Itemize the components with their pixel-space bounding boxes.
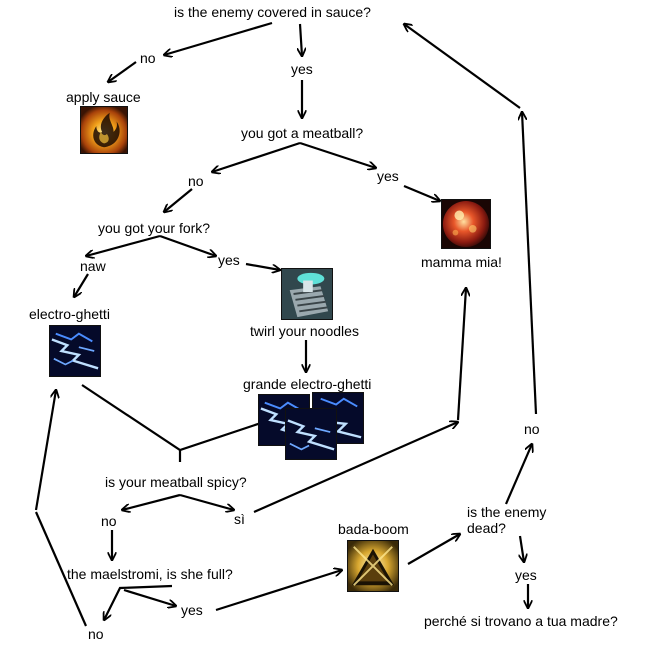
edge-sauce-no bbox=[164, 21, 273, 55]
edge-no-electro bbox=[34, 511, 88, 627]
answer-no-meatball: no bbox=[188, 173, 204, 189]
question-fork: you got your fork? bbox=[98, 220, 211, 236]
answer-yes-meatball: yes bbox=[377, 168, 399, 184]
edge-merge-spicy bbox=[81, 384, 265, 452]
fork-icon bbox=[281, 268, 333, 320]
question-meatball: you got a meatball? bbox=[241, 125, 364, 141]
edge-si-up bbox=[253, 422, 458, 514]
answer-naw: naw bbox=[80, 258, 106, 274]
answer-no-sauce: no bbox=[140, 50, 156, 66]
edge-spicy-no bbox=[122, 493, 181, 510]
edge-loop-top bbox=[404, 24, 521, 109]
action-electro-ghetti: electro-ghetti bbox=[29, 306, 110, 322]
question-maelstrom: the maelstromi, is she full? bbox=[67, 566, 233, 582]
answer-yes-maelstrom: yes bbox=[181, 602, 203, 618]
edge-yes-badaboom bbox=[215, 570, 342, 612]
edge-up-mammamia bbox=[456, 288, 466, 421]
answer-si-spicy: sì bbox=[234, 511, 245, 527]
edge-no-up bbox=[522, 112, 538, 415]
edge-no-fork bbox=[164, 188, 193, 212]
answer-yes-fork: yes bbox=[218, 252, 240, 268]
edge-maelstrom-no bbox=[104, 584, 173, 620]
edge-fork-yes bbox=[159, 234, 216, 256]
edge-dead-no bbox=[504, 444, 532, 505]
edge-meatball-yes bbox=[299, 141, 376, 168]
edge-fork-naw bbox=[86, 234, 161, 256]
question-sauce: is the enemy covered in sauce? bbox=[174, 4, 371, 20]
answer-yes-sauce: yes bbox=[291, 61, 313, 77]
grande-lightning-icon-3 bbox=[285, 408, 337, 460]
edge-up-electro bbox=[34, 390, 56, 511]
question-perche: perché si trovano a tua madre? bbox=[424, 613, 618, 629]
action-bada-boom: bada-boom bbox=[338, 521, 409, 537]
edge-sauce-yes bbox=[300, 23, 302, 56]
edge-dead-yes bbox=[520, 535, 524, 562]
answer-no-dead: no bbox=[524, 421, 540, 437]
fire-icon bbox=[80, 106, 128, 154]
bolt-triangle-icon bbox=[347, 540, 399, 592]
meatball-icon bbox=[441, 199, 491, 249]
edge-yes-mammamia bbox=[403, 184, 440, 201]
answer-no-spicy: no bbox=[101, 513, 117, 529]
edge-meatball-no bbox=[212, 141, 301, 172]
action-grande-electro-ghetti: grande electro-ghetti bbox=[243, 376, 372, 392]
edge-naw-electro bbox=[74, 273, 89, 297]
edge-maelstrom-yes bbox=[123, 588, 176, 606]
action-twirl-noodles: twirl your noodles bbox=[250, 323, 359, 339]
question-enemy-dead: is the enemy dead? bbox=[467, 504, 547, 536]
lightning-icon bbox=[49, 325, 101, 377]
edge-no-applysauce bbox=[108, 61, 137, 82]
question-spicy: is your meatball spicy? bbox=[105, 474, 247, 490]
edge-spicy-si bbox=[179, 493, 234, 510]
answer-no-maelstrom: no bbox=[88, 626, 104, 642]
action-mamma-mia: mamma mia! bbox=[421, 254, 502, 270]
action-apply-sauce: apply sauce bbox=[66, 89, 141, 105]
edge-badaboom-dead bbox=[407, 534, 460, 565]
answer-yes-dead: yes bbox=[515, 567, 537, 583]
edge-yes-fork-icon bbox=[245, 262, 280, 270]
